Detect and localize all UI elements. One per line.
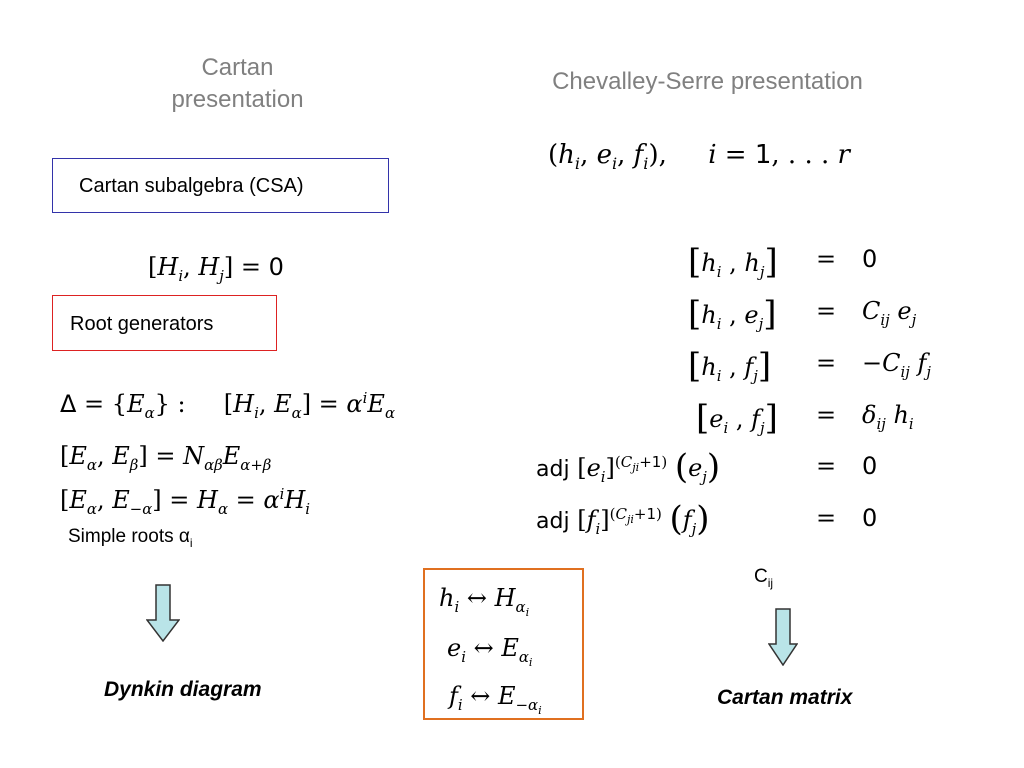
dynkin-down-arrow-icon (146, 584, 180, 642)
relation-hf-rhs: −Cij fj (862, 349, 931, 381)
cartan-heading-line1: Cartan (201, 54, 274, 81)
relation-hh-eq: = (816, 245, 837, 273)
relation-ef-eq: = (816, 401, 837, 429)
relation-serre-e-lhs: adj [ei](Cji+1) (ej) (536, 447, 721, 487)
relation-hf-lhs: [hi , fj] (688, 346, 772, 386)
relation-serre-f-rhs: 0 (862, 504, 878, 532)
cartan-presentation-heading: Cartan presentation (155, 52, 320, 116)
correspondence-f: fi ↔ E−αi (449, 682, 542, 717)
dynkin-diagram-label: Dynkin diagram (104, 678, 262, 701)
relation-hf-eq: = (816, 349, 837, 377)
csa-box: Cartan subalgebra (CSA) (52, 158, 389, 213)
relation-serre-f-eq: = (816, 504, 837, 532)
simple-roots-sub: i (189, 535, 193, 550)
chevalley-serre-heading: Chevalley-Serre presentation (552, 68, 863, 95)
cij-label: Cij (754, 566, 774, 590)
relation-he-lhs: [hi , ej] (688, 294, 777, 334)
ee-relation: [Eα, Eβ] = NαβEα+β (60, 442, 272, 474)
cartan-matrix-down-arrow-icon (768, 608, 798, 666)
relation-serre-f-lhs: adj [fi](Cji+1) (fj) (536, 499, 710, 539)
csa-box-label: Cartan subalgebra (CSA) (79, 175, 304, 197)
relation-he-rhs: Cij ej (862, 297, 917, 329)
correspondence-e: ei ↔ Eαi (447, 634, 533, 669)
cartan-matrix-label: Cartan matrix (717, 686, 853, 709)
cartan-heading-line2: presentation (171, 86, 304, 113)
correspondence-h: hi ↔ Hαi (439, 584, 530, 619)
relation-serre-e-rhs: 0 (862, 452, 878, 480)
simple-roots-label: Simple roots αi (68, 526, 193, 550)
cij-sub: ij (767, 575, 774, 590)
cij-text: C (754, 566, 768, 587)
root-generators-box: Root generators (52, 295, 277, 351)
simple-roots-text: Simple roots α (68, 526, 190, 547)
root-generators-label: Root generators (70, 313, 214, 335)
e-minus-relation: [Eα, E−α] = Hα = αiHi (60, 485, 311, 518)
relation-hh-rhs: 0 (862, 245, 878, 273)
generators-tuple: (hi, ei, fi), i = 1, . . . r (548, 140, 850, 174)
csa-relation: [Hi, Hj] = 0 (148, 253, 284, 285)
relation-serre-e-eq: = (816, 452, 837, 480)
relation-he-eq: = (816, 297, 837, 325)
relation-ef-rhs: δij hi (862, 401, 914, 433)
relation-hh-lhs: [hi , hj] (688, 242, 778, 282)
correspondence-box: hi ↔ Hαi ei ↔ Eαi fi ↔ E−αi (423, 568, 584, 720)
delta-relation: Δ = {Eα} : [Hi, Eα] = αiEα (60, 389, 395, 422)
relation-ef-lhs: [ei , fj] (696, 398, 778, 438)
